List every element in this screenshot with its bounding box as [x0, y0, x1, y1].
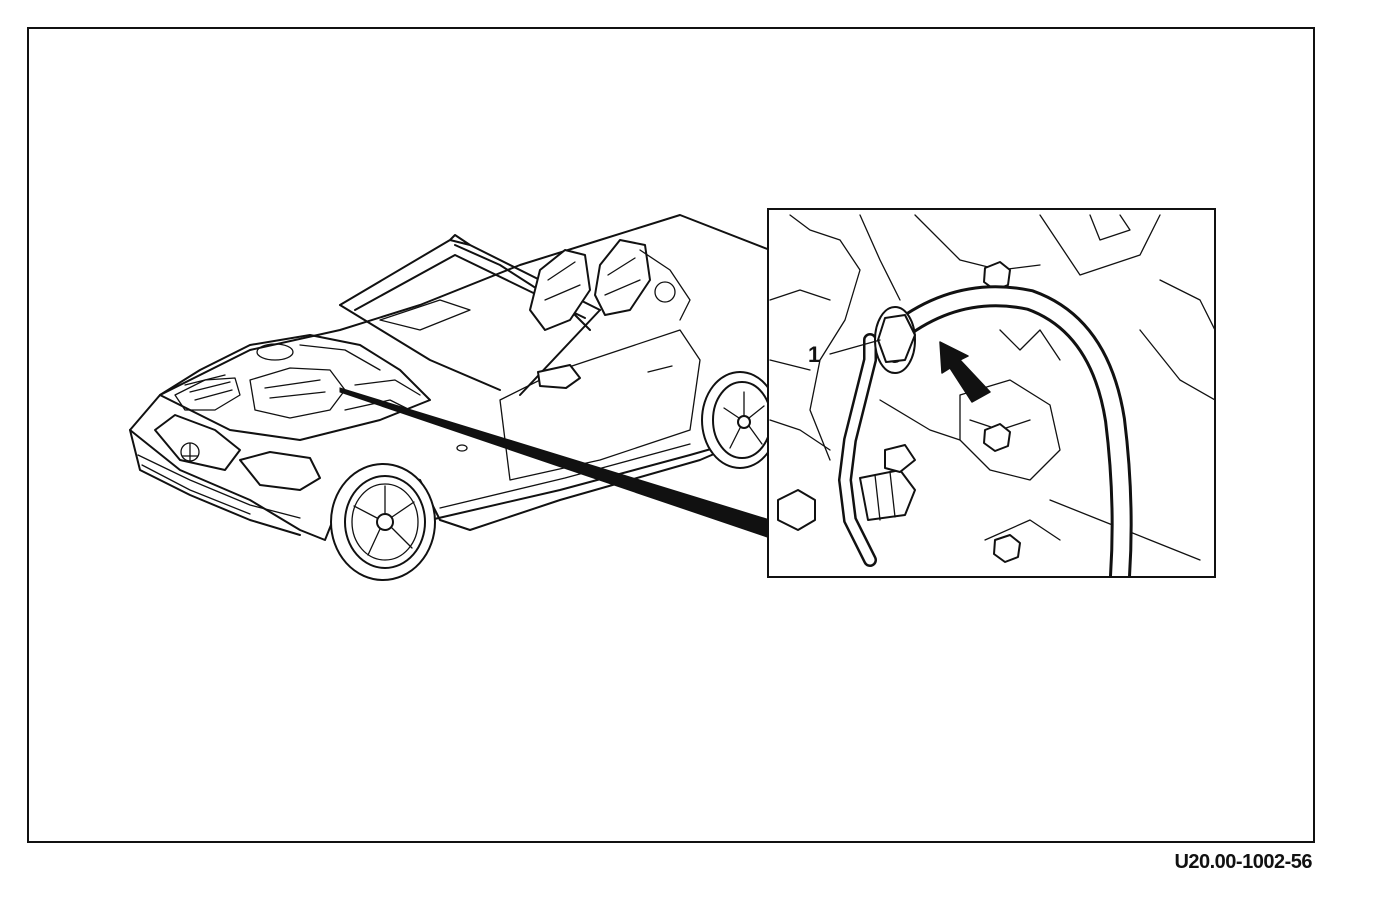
callout-label-1: 1: [808, 342, 820, 367]
front-wheel: [330, 463, 436, 581]
rear-wheel: [701, 371, 779, 469]
detail-inset: 1: [767, 208, 1216, 578]
figure-frame: [27, 27, 1315, 843]
figure-code: U20.00-1002-56: [1174, 851, 1312, 873]
car-drawing: [129, 214, 771, 541]
